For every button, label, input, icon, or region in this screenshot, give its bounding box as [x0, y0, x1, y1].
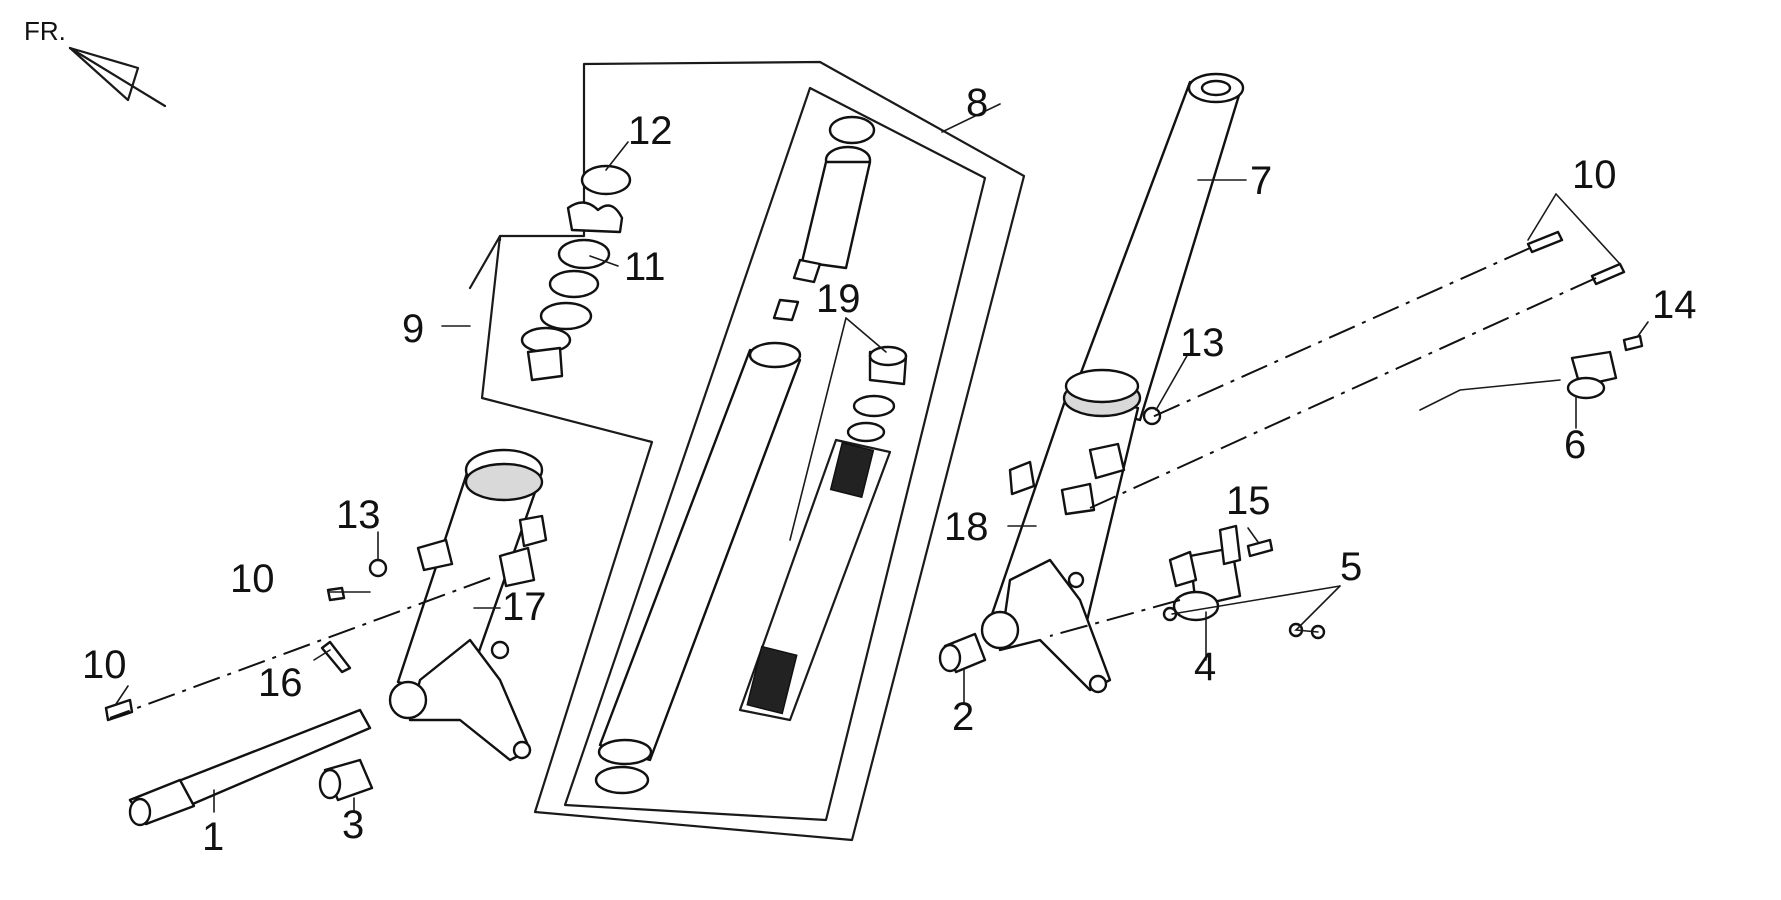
callout-15: 15 — [1226, 479, 1271, 523]
callout-1: 1 — [202, 815, 224, 859]
bolt-10-upper — [1526, 230, 1564, 254]
assembly-outline-8 — [480, 60, 1026, 842]
callout-18: 18 — [944, 505, 989, 549]
bolt-10-lower — [1590, 262, 1626, 286]
callout-16: 16 — [258, 661, 303, 705]
washer-13-left — [368, 558, 388, 578]
washer-13-right — [1142, 406, 1162, 426]
callout-13-left: 13 — [336, 493, 381, 537]
assembly-axes — [109, 247, 1597, 719]
assembly-outline-inner — [563, 86, 987, 822]
callout-10-axle: 10 — [82, 643, 127, 687]
callout-9: 9 — [402, 307, 424, 351]
bracket-4 — [1168, 524, 1242, 622]
collar-2 — [938, 632, 987, 674]
callout-2: 2 — [952, 695, 974, 739]
assembly-outline-9 — [468, 234, 502, 290]
callout-19: 19 — [816, 277, 861, 321]
callout-5: 5 — [1340, 545, 1362, 589]
callout-11: 11 — [624, 245, 666, 289]
collar-3 — [318, 758, 374, 802]
front-direction-label: FR. — [24, 16, 66, 46]
fork-leg-18 — [980, 368, 1142, 694]
stanchion-tube-7 — [1068, 72, 1245, 422]
callout-6: 6 — [1564, 423, 1586, 467]
callout-7: 7 — [1250, 159, 1272, 203]
bolts — [104, 230, 1644, 722]
front-axle-1 — [128, 708, 372, 827]
callout-10-left: 10 — [230, 557, 275, 601]
bolt-14 — [1622, 334, 1644, 352]
front-direction-arrow: FR. — [24, 16, 167, 108]
callout-4: 4 — [1194, 645, 1216, 689]
bolt-10-axle — [104, 698, 134, 722]
callout-numbers: 1 2 3 4 5 6 7 8 9 10 10 10 11 12 13 13 1… — [82, 81, 1697, 859]
callout-3: 3 — [342, 803, 364, 847]
callout-13-right: 13 — [1180, 321, 1225, 365]
bolt-10-left — [326, 586, 346, 602]
callout-8: 8 — [966, 81, 988, 125]
callout-17: 17 — [502, 585, 547, 629]
leader-lines — [115, 103, 1649, 813]
bolt-16 — [320, 640, 352, 674]
seal-kit-9 — [520, 164, 632, 382]
bolt-15 — [1246, 538, 1274, 558]
callout-10-right: 10 — [1572, 153, 1617, 197]
damper-assembly-8 — [594, 115, 908, 795]
clip-6 — [1566, 350, 1618, 400]
callout-12: 12 — [628, 109, 673, 153]
callout-14: 14 — [1652, 283, 1697, 327]
